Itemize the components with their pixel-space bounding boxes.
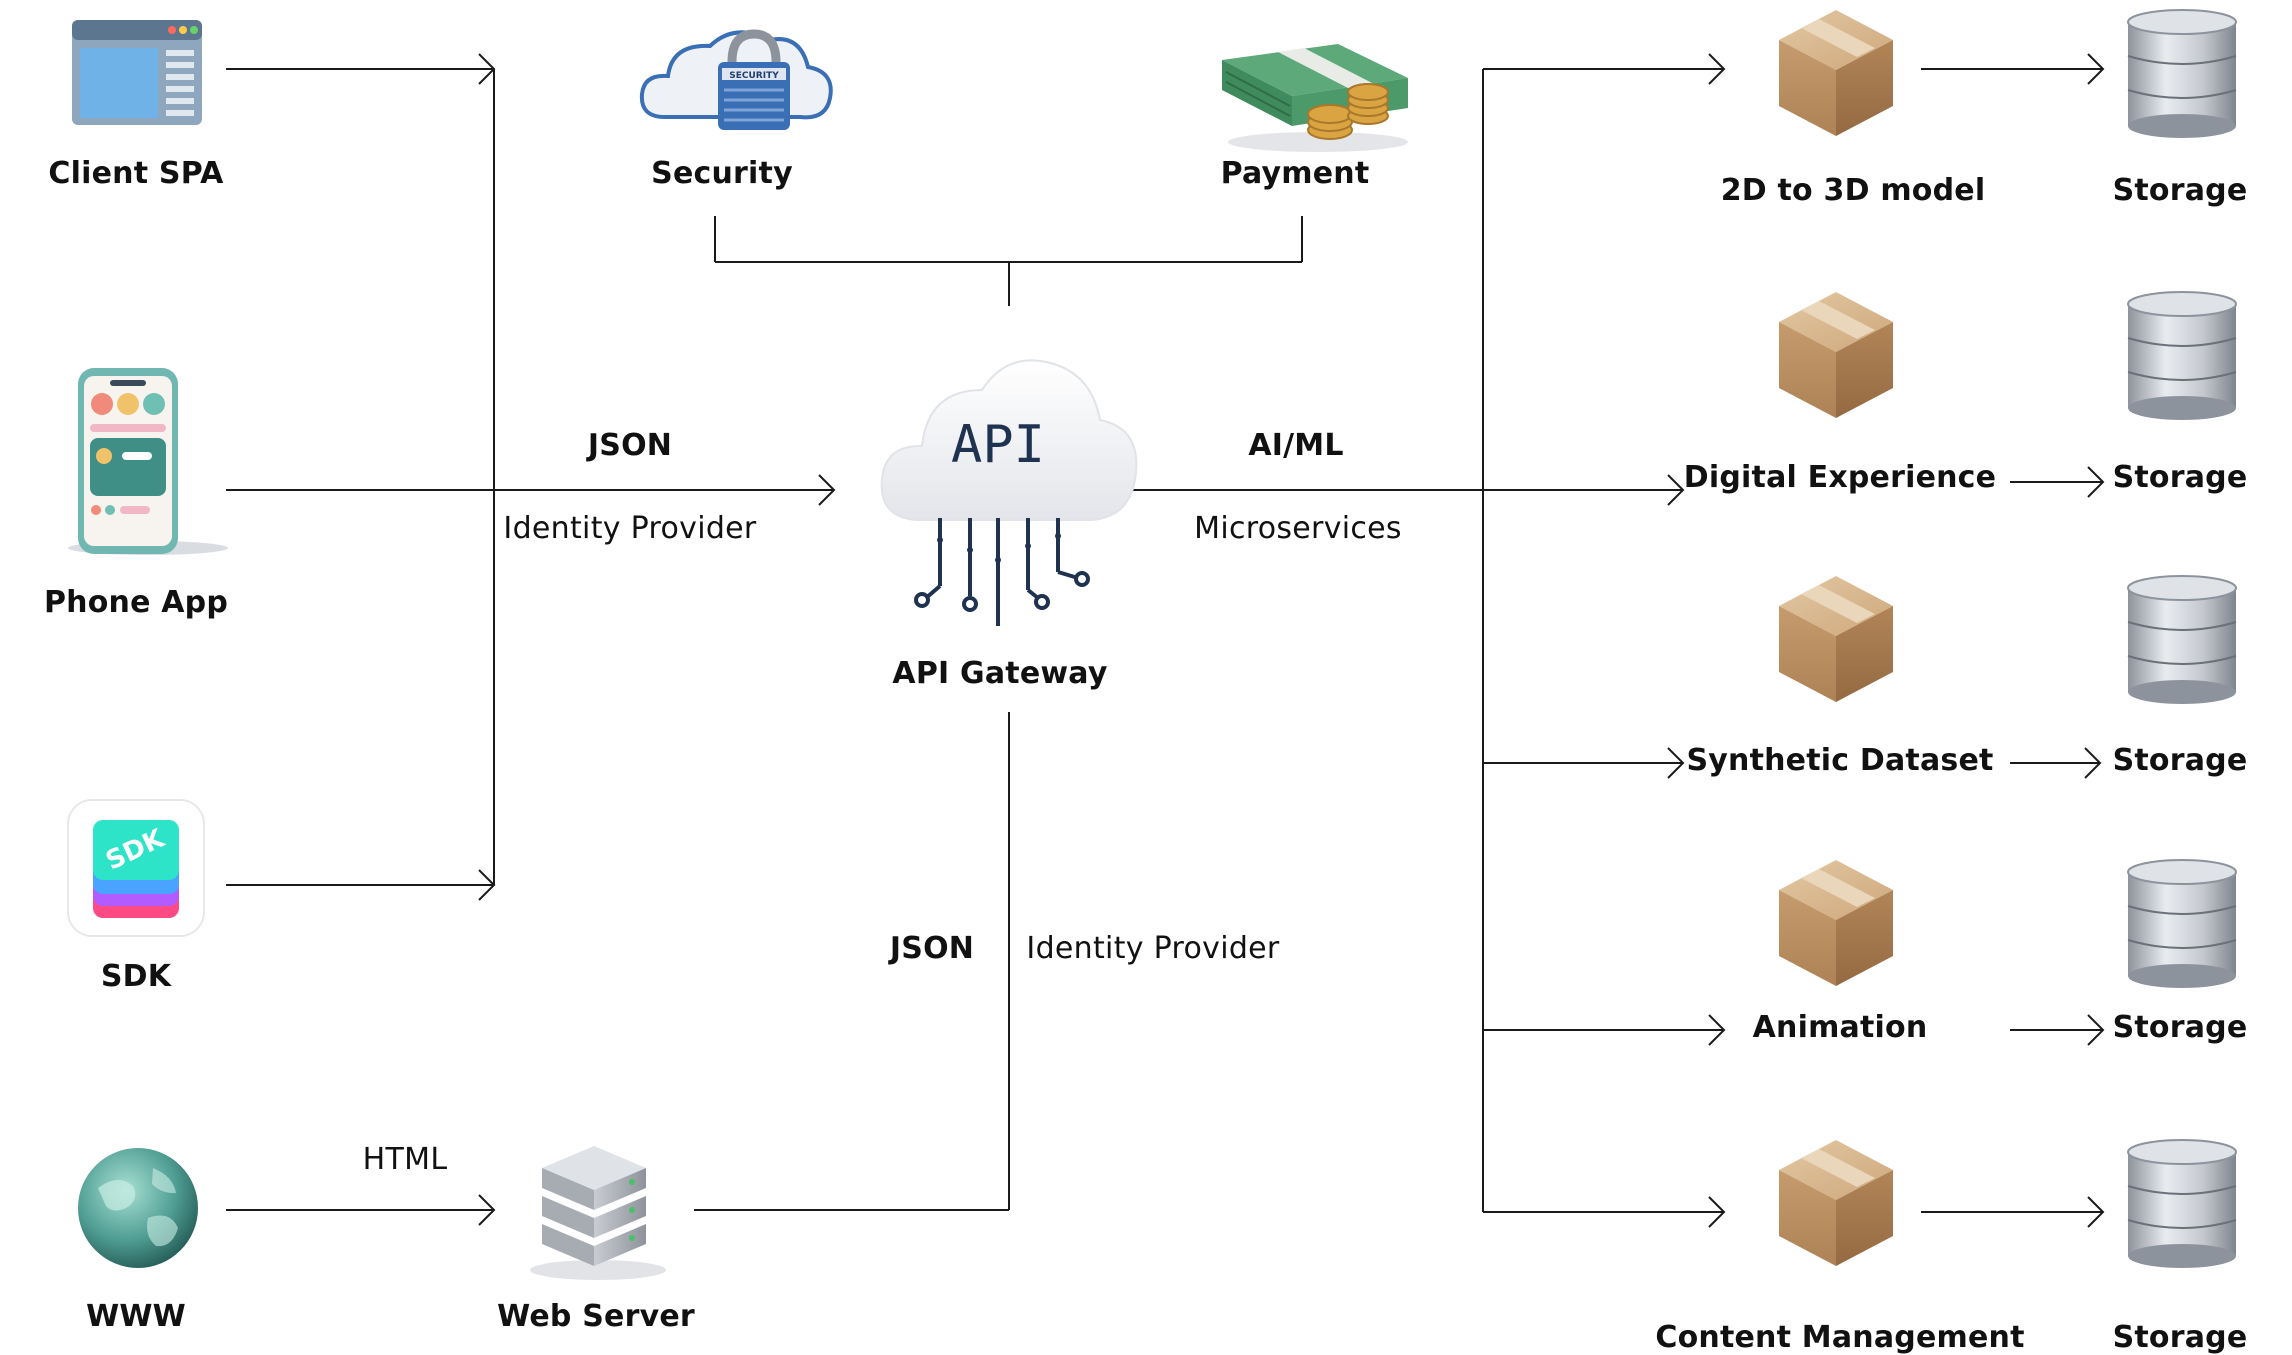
database-cylinder-icon: [2127, 859, 2237, 988]
smartphone-icon: [68, 368, 228, 555]
microservice-label: Animation: [1752, 1010, 1928, 1045]
storage-label: Storage: [2112, 1320, 2248, 1355]
database-cylinder-icon: [2127, 291, 2237, 420]
web-server-label: Web Server: [497, 1299, 695, 1334]
server-rack-icon: [530, 1146, 666, 1280]
cash-coins-icon: [1222, 44, 1408, 152]
microservice-label: Synthetic Dataset: [1686, 743, 1994, 778]
storage-label: Storage: [2112, 173, 2248, 208]
bottom-edge-auth-label: Identity Provider: [1026, 931, 1280, 966]
database-cylinder-icon: [2127, 575, 2237, 704]
cardboard-box-icon: [1779, 576, 1893, 702]
browser-window-icon: [72, 20, 202, 125]
cloud-lock-icon: SECURITY: [639, 29, 833, 130]
left-edge-format-label: JSON: [587, 428, 673, 463]
globe-icon: [78, 1148, 198, 1268]
right-edge-kind-label: Microservices: [1194, 511, 1402, 546]
storage-label: Storage: [2112, 460, 2248, 495]
www-label: WWW: [86, 1299, 186, 1334]
api-cloud-icon: API: [880, 359, 1138, 626]
microservice-label: Digital Experience: [1683, 460, 1997, 495]
cardboard-box-icon: [1779, 1140, 1893, 1266]
right-edge-format-label: AI/ML: [1248, 428, 1344, 463]
microservice-label: Content Management: [1655, 1320, 2025, 1355]
storage-label: Storage: [2112, 1010, 2248, 1045]
cardboard-box-icon: [1779, 860, 1893, 986]
connector-lines: [226, 53, 2105, 1228]
html-edge-label: HTML: [362, 1142, 448, 1177]
database-cylinder-icon: [2127, 9, 2237, 138]
phone-app-label: Phone App: [43, 585, 229, 620]
security-label: Security: [651, 156, 793, 191]
cardboard-box-icon: [1779, 10, 1893, 136]
bottom-edge-format-label: JSON: [889, 931, 975, 966]
cardboard-box-icon: [1779, 292, 1893, 418]
database-cylinder-icon: [2127, 1139, 2237, 1268]
storage-label: Storage: [2112, 743, 2248, 778]
sdk-label: SDK: [100, 959, 172, 994]
payment-label: Payment: [1220, 156, 1370, 191]
sdk-stack-icon: SDK: [67, 799, 205, 937]
left-edge-auth-label: Identity Provider: [503, 511, 757, 546]
client-spa-label: Client SPA: [48, 156, 224, 191]
api-cloud-text: API: [951, 415, 1045, 475]
security-badge-text: SECURITY: [729, 71, 779, 81]
api-gateway-label: API Gateway: [892, 656, 1108, 691]
microservice-label: 2D to 3D model: [1720, 173, 1986, 208]
